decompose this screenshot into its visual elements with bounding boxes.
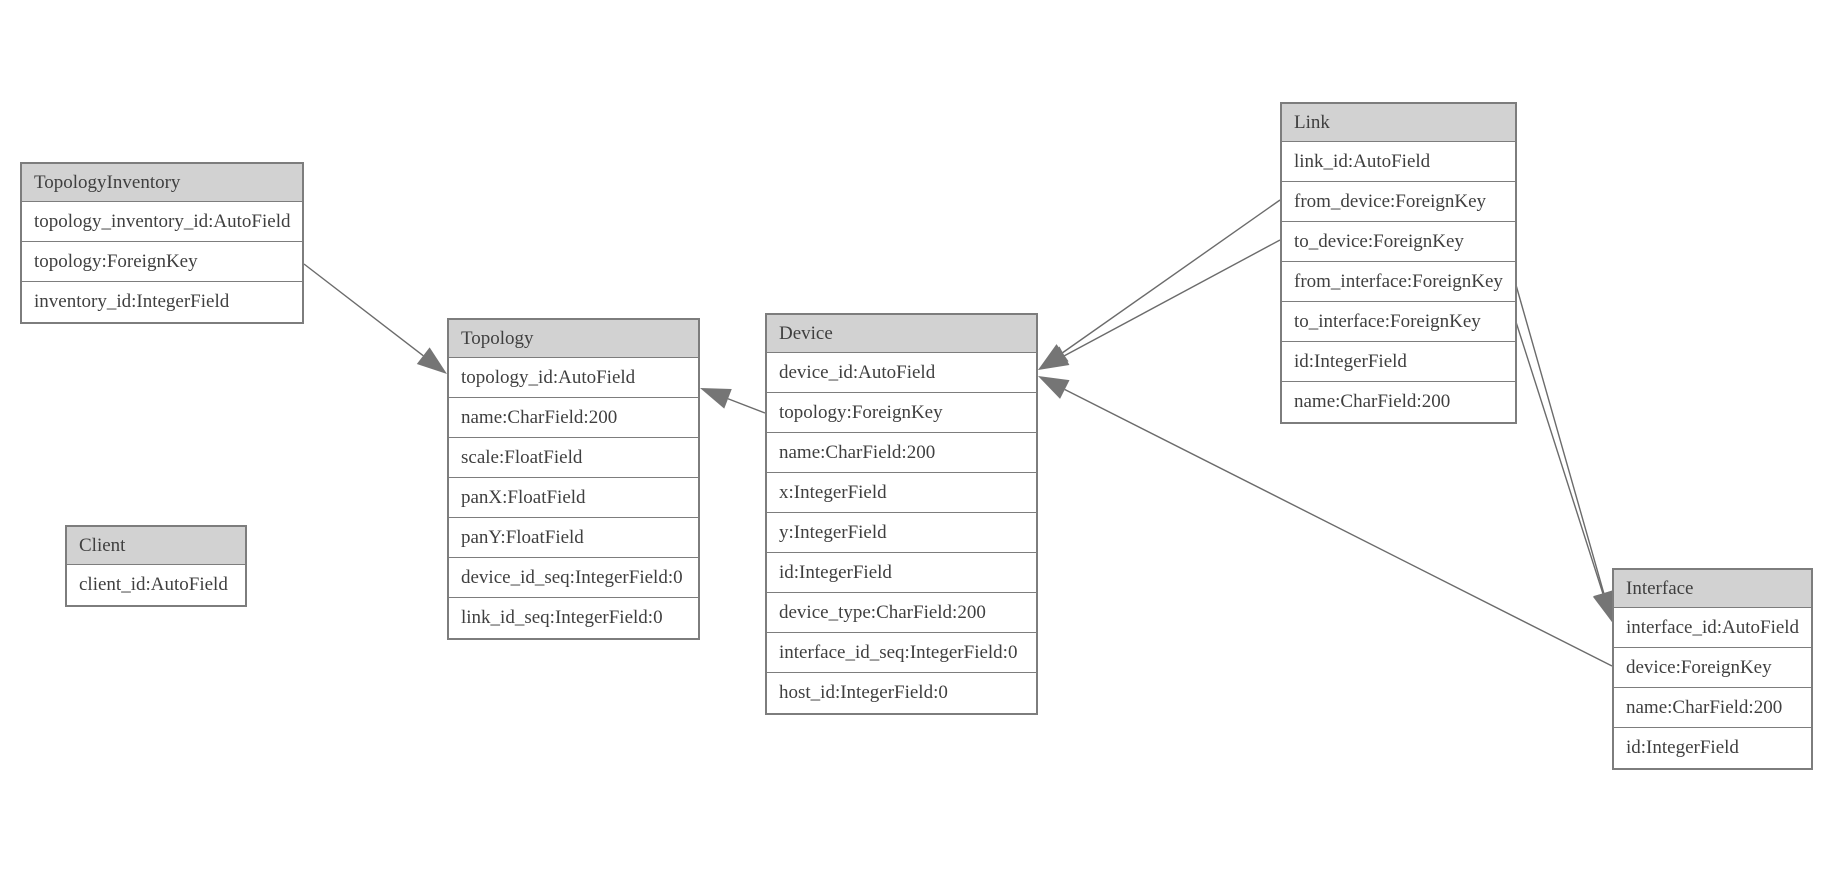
entity-topology-field-3: panX:FloatField xyxy=(449,478,698,518)
entity-interface-field-1: device:ForeignKey xyxy=(1614,648,1811,688)
entity-link-field-4: to_interface:ForeignKey xyxy=(1282,302,1515,342)
relation-arrowhead-link-to_interface-to-interface xyxy=(1592,590,1613,622)
relation-line-link-to_interface-to-interface xyxy=(1515,321,1604,594)
relation-line-link-to_device-to-device xyxy=(1064,239,1281,357)
entity-client-field-0: client_id:AutoField xyxy=(67,565,245,605)
entity-device-field-5: id:IntegerField xyxy=(767,553,1036,593)
entity-device-field-2: name:CharField:200 xyxy=(767,433,1036,473)
entity-topology-inventory-field-2: inventory_id:IntegerField xyxy=(22,282,302,322)
relation-arrowhead-link-to_device-to-device xyxy=(1038,346,1070,370)
relation-line-device-topology-to-topology xyxy=(727,398,766,414)
entity-topology-inventory-field-0: topology_inventory_id:AutoField xyxy=(22,202,302,242)
entity-device-field-0: device_id:AutoField xyxy=(767,353,1036,393)
entity-device-field-8: host_id:IntegerField:0 xyxy=(767,673,1036,713)
entity-device-field-1: topology:ForeignKey xyxy=(767,393,1036,433)
entity-topology-field-4: panY:FloatField xyxy=(449,518,698,558)
entity-topology-inventory-field-1: topology:ForeignKey xyxy=(22,242,302,282)
entity-link-field-3: from_interface:ForeignKey xyxy=(1282,262,1515,302)
entity-interface-field-0: interface_id:AutoField xyxy=(1614,608,1811,648)
entity-interface-field-2: name:CharField:200 xyxy=(1614,688,1811,728)
entity-topology-field-1: name:CharField:200 xyxy=(449,398,698,438)
entity-link-field-5: id:IntegerField xyxy=(1282,342,1515,382)
entity-device-field-3: x:IntegerField xyxy=(767,473,1036,513)
entity-client-title: Client xyxy=(67,527,245,565)
relation-arrowhead-device-topology-to-topology xyxy=(700,388,732,409)
entity-topology-inventory-title: TopologyInventory xyxy=(22,164,302,202)
entity-topology-field-5: device_id_seq:IntegerField:0 xyxy=(449,558,698,598)
entity-device-field-4: y:IntegerField xyxy=(767,513,1036,553)
relation-arrowhead-interface-device-to-device xyxy=(1038,376,1070,399)
entity-device-field-6: device_type:CharField:200 xyxy=(767,593,1036,633)
entity-interface-title: Interface xyxy=(1614,570,1811,608)
entity-link-title: Link xyxy=(1282,104,1515,142)
entity-link-field-6: name:CharField:200 xyxy=(1282,382,1515,422)
relation-line-interface-device-to-device xyxy=(1064,388,1613,667)
relation-line-link-from_device-to-device xyxy=(1062,199,1281,354)
entity-interface-field-3: id:IntegerField xyxy=(1614,728,1811,768)
entity-topology-field-6: link_id_seq:IntegerField:0 xyxy=(449,598,698,638)
relation-line-link-from_interface-to-interface xyxy=(1515,284,1605,594)
relation-arrowhead-topologyinventory-topology-to-topology xyxy=(416,347,447,374)
entity-link-field-2: to_device:ForeignKey xyxy=(1282,222,1515,262)
entity-topology-title: Topology xyxy=(449,320,698,358)
entity-device-field-7: interface_id_seq:IntegerField:0 xyxy=(767,633,1036,673)
entity-topology-field-2: scale:FloatField xyxy=(449,438,698,478)
entity-link-field-1: from_device:ForeignKey xyxy=(1282,182,1515,222)
entity-topology-field-0: topology_id:AutoField xyxy=(449,358,698,398)
entity-device-title: Device xyxy=(767,315,1036,353)
entity-link-field-0: link_id:AutoField xyxy=(1282,142,1515,182)
relation-line-topologyinventory-topology-to-topology xyxy=(303,263,424,357)
